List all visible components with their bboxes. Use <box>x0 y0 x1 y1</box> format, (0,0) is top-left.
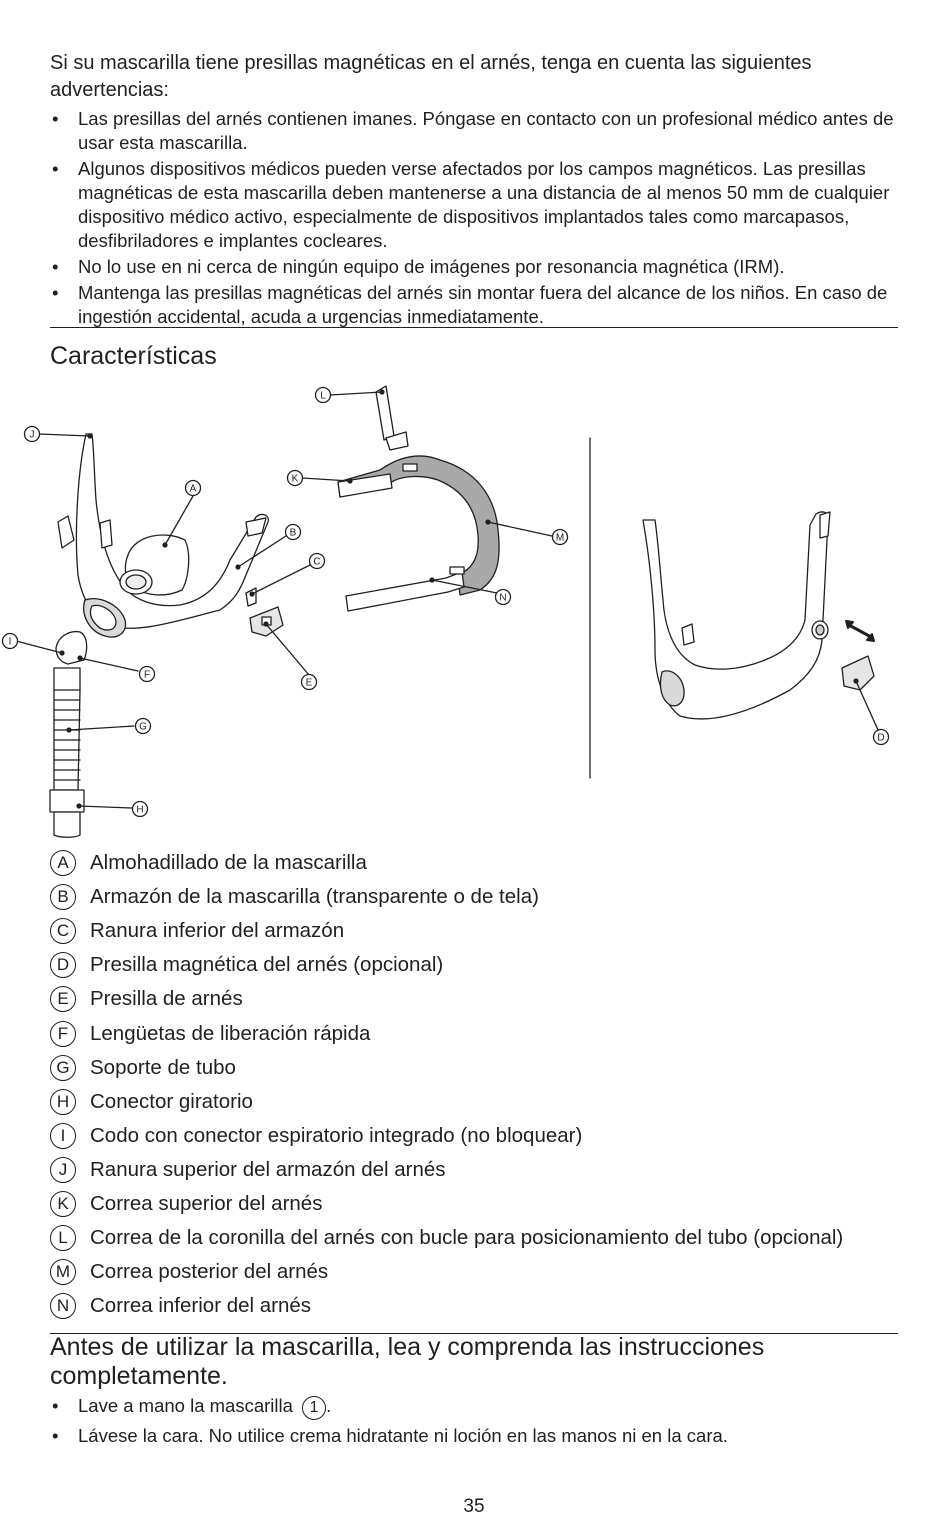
legend-item-j: J Ranura superior del armazón del arnés <box>50 1153 898 1187</box>
before-use-text: Lave a mano la mascarilla <box>78 1395 293 1416</box>
legend-text: Ranura superior del armazón del arnés <box>90 1157 446 1181</box>
magnetic-warning-list: Las presillas del arnés contienen imanes… <box>50 107 898 331</box>
before-use-item: Lávese la cara. No utilice crema hidrata… <box>50 1424 898 1448</box>
before-use-period: . <box>326 1395 332 1416</box>
callout-label-k: K <box>292 474 299 485</box>
legend-text: Soporte de tubo <box>90 1055 236 1079</box>
warning-item: Algunos dispositivos médicos pueden vers… <box>50 157 898 253</box>
callout-label-g: G <box>139 722 147 733</box>
legend-item-a: A Almohadillado de la mascarilla <box>50 846 898 880</box>
callout-letter: N <box>50 1293 76 1320</box>
callout-label-j: J <box>30 430 35 441</box>
callout-leader-lines <box>15 391 879 809</box>
legend-item-k: K Correa superior del arnés <box>50 1187 898 1221</box>
before-use-item: Lave a mano la mascarilla 1. <box>50 1394 898 1420</box>
callout-letter: E <box>50 986 76 1013</box>
mask-frame-drawing <box>57 433 269 638</box>
callout-letter: G <box>50 1054 76 1081</box>
warning-item: No lo use en ni cerca de ningún equipo d… <box>50 255 898 279</box>
legend-item-l: L Correa de la coronilla del arnés con bu… <box>50 1221 898 1255</box>
callout-letter: K <box>50 1190 76 1217</box>
callout-label-h: H <box>136 805 143 816</box>
callout-label-a: A <box>190 484 197 495</box>
legend-text: Almohadillado de la mascarilla <box>90 851 367 875</box>
legend-text: Presilla magnética del arnés (opcional) <box>90 953 444 977</box>
callout-label-m: M <box>556 533 564 544</box>
mask-components-illustration: J A B C E I F G H L K M N D <box>1 385 890 838</box>
warning-item: Mantenga las presillas magnéticas del ar… <box>50 281 898 329</box>
callout-labels: J A B C E I F G H L K M N D <box>9 391 885 816</box>
legend-item-g: G Soporte de tubo <box>50 1051 898 1085</box>
callout-label-d: D <box>877 733 884 744</box>
callout-label-e: E <box>306 678 313 689</box>
legend-item-c: C Ranura inferior del armazón <box>50 914 898 948</box>
legend-text: Correa superior del arnés <box>90 1191 323 1215</box>
legend-text: Lengüetas de liberación rápida <box>90 1021 371 1045</box>
legend-text: Correa de la coronilla del arnés con buc… <box>90 1226 844 1250</box>
cushion-drawing <box>119 534 190 596</box>
callout-letter: F <box>50 1020 76 1047</box>
callout-label-n: N <box>499 593 506 604</box>
legend-item-i: I Codo con conector espiratorio integrado… <box>50 1119 898 1153</box>
legend-text: Conector giratorio <box>90 1089 253 1113</box>
legend-text: Ranura inferior del armazón <box>90 919 345 943</box>
callout-dots <box>59 389 859 809</box>
callout-letter: H <box>50 1088 76 1115</box>
section-divider <box>50 327 898 328</box>
callout-letter: L <box>50 1225 76 1252</box>
section-divider <box>50 1333 898 1334</box>
page-number: 35 <box>463 1496 485 1517</box>
step-reference: 1 <box>302 1396 327 1420</box>
legend-item-m: M Correa posterior del arnés <box>50 1255 898 1289</box>
features-legend: A Almohadillado de la mascarilla B Armazón… <box>50 846 898 1323</box>
before-use-title: Antes de utilizar la mascarilla, lea y c… <box>50 1333 765 1390</box>
callout-letter: J <box>50 1156 76 1183</box>
callout-label-c: C <box>313 557 320 568</box>
callout-letter: D <box>50 952 76 979</box>
legend-item-e: E Presilla de arnés <box>50 982 898 1016</box>
features-title: Características <box>50 342 217 370</box>
magnetic-frame-drawing <box>642 511 875 720</box>
callout-label-i: I <box>9 637 12 648</box>
legend-text: Presilla de arnés <box>90 987 243 1011</box>
legend-text: Armazón de la mascarilla (transparente o… <box>90 885 539 909</box>
callout-letter: M <box>50 1259 76 1286</box>
callout-letter: C <box>50 918 76 945</box>
before-use-list: Lave a mano la mascarilla 1. Lávese la c… <box>50 1394 898 1452</box>
legend-text: Codo con conector espiratorio integrado … <box>90 1123 583 1147</box>
magnetic-warning-heading: Si su mascarilla tiene presillas magnéti… <box>50 52 812 101</box>
legend-item-d: D Presilla magnética del arnés (opcional) <box>50 948 898 982</box>
legend-item-f: F Lengüetas de liberación rápida <box>50 1016 898 1050</box>
legend-item-n: N Correa inferior del arnés <box>50 1289 898 1323</box>
warning-item: Las presillas del arnés contienen imanes… <box>50 107 898 155</box>
legend-text: Correa posterior del arnés <box>90 1260 329 1284</box>
tube-drawing <box>49 667 85 838</box>
legend-text: Correa inferior del arnés <box>90 1294 312 1318</box>
legend-item-b: B Armazón de la mascarilla (transparente … <box>50 880 898 914</box>
callout-letter: B <box>50 884 76 911</box>
callout-label-l: L <box>320 391 326 402</box>
callout-letter: I <box>50 1122 76 1149</box>
legend-item-h: H Conector giratorio <box>50 1085 898 1119</box>
callout-circles <box>1 386 890 818</box>
callout-label-f: F <box>144 670 150 681</box>
callout-letter: A <box>50 850 76 877</box>
callout-label-b: B <box>290 528 297 539</box>
headgear-straps-drawing <box>337 385 500 612</box>
